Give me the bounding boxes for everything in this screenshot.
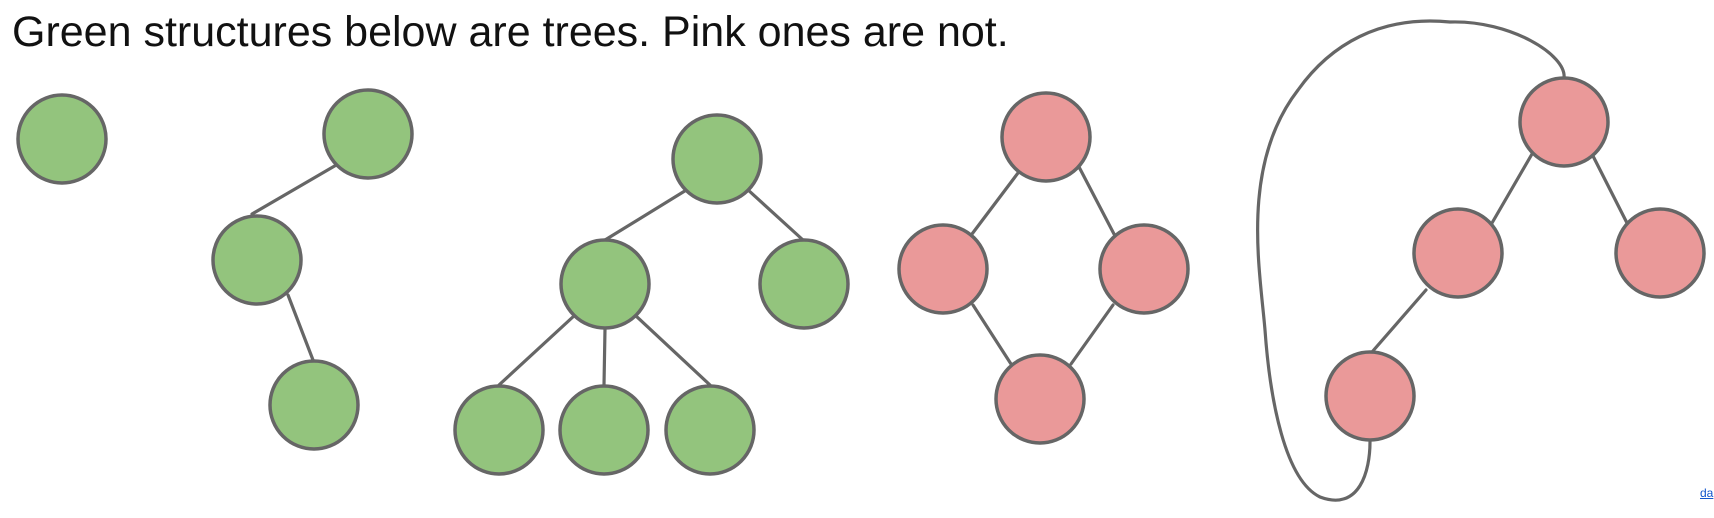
- nontree-structure-1: [897, 91, 1190, 445]
- graph-edge: [1076, 163, 1116, 236]
- tree-edge: [250, 162, 340, 216]
- graph-node: [994, 353, 1086, 445]
- tree-node: [16, 93, 108, 185]
- graph-edge: [1590, 152, 1629, 225]
- graph-node: [1324, 350, 1416, 442]
- graph-node: [1614, 207, 1706, 299]
- tree-edge: [497, 313, 577, 387]
- graph-node: [897, 223, 989, 315]
- tree-structure-2: [211, 88, 414, 451]
- tree-node: [211, 214, 303, 306]
- cycle-edge: [1256, 19, 1566, 502]
- tree-node: [758, 238, 850, 330]
- tree-edge: [745, 187, 805, 242]
- tree-edge: [602, 327, 607, 387]
- tree-edge: [603, 187, 690, 242]
- tree-node: [559, 238, 651, 330]
- graph-edge: [1490, 152, 1534, 225]
- graph-node: [1412, 207, 1504, 299]
- tree-structure-3: [453, 113, 850, 476]
- tree-node: [558, 384, 650, 476]
- graph-edge: [970, 163, 1026, 236]
- tree-node: [664, 384, 756, 476]
- graph-edge: [1370, 288, 1428, 354]
- graph-node: [1518, 76, 1610, 168]
- corner-link[interactable]: da: [1700, 486, 1714, 500]
- graph-edge: [971, 303, 1013, 366]
- tree-node: [453, 384, 545, 476]
- graph-node: [1000, 91, 1092, 183]
- tree-node: [268, 359, 360, 451]
- nontree-structure-2: [1256, 19, 1706, 502]
- tree-node: [671, 113, 763, 205]
- tree-edge: [633, 313, 712, 387]
- tree-node: [322, 88, 414, 180]
- graph-node: [1098, 223, 1190, 315]
- tree-edge: [286, 293, 315, 362]
- tree-structure-1: [16, 93, 108, 185]
- slide-title: Green structures below are trees. Pink o…: [12, 8, 1009, 56]
- graph-edge: [1069, 303, 1115, 366]
